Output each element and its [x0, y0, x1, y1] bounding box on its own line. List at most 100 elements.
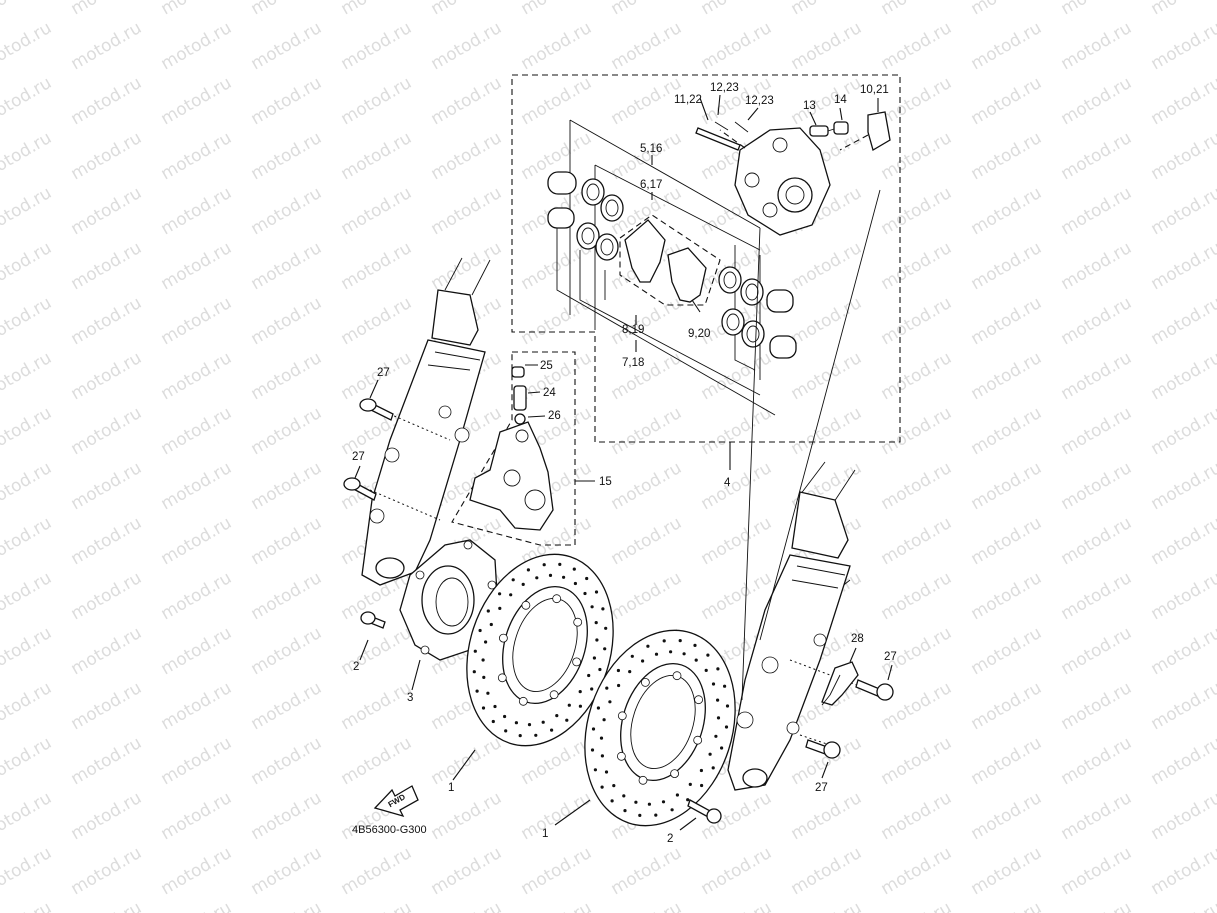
- disc-drill-hole: [481, 706, 486, 710]
- watermark-text: motod.ru: [158, 623, 236, 679]
- watermark-text: motod.ru: [158, 293, 236, 349]
- watermark-text: motod.ru: [1058, 568, 1136, 624]
- watermark-text: motod.ru: [968, 678, 1046, 734]
- disc-drill-hole: [590, 687, 594, 691]
- disc-drill-hole: [716, 667, 720, 671]
- watermark-text: motod.ru: [968, 18, 1046, 74]
- disc-drill-hole: [596, 706, 601, 710]
- watermark-text: motod.ru: [698, 403, 776, 459]
- disc-drill-hole: [711, 766, 715, 770]
- watermark-text: motod.ru: [968, 403, 1046, 459]
- watermark-text: motod.ru: [0, 623, 55, 679]
- watermark-text: motod.ru: [158, 458, 236, 514]
- watermark-text: motod.ru: [1058, 183, 1136, 239]
- disc-drill-hole: [558, 562, 562, 567]
- disc-drill-hole: [622, 794, 626, 798]
- watermark-text: motod.ru: [158, 0, 236, 19]
- disc-rivet: [521, 600, 531, 610]
- leader-lines-caliper: [635, 94, 879, 470]
- left-caliper-group: [451, 351, 595, 546]
- watermark-text: motod.ru: [1058, 73, 1136, 129]
- callout-6-17: 6,17: [640, 179, 662, 191]
- watermark-text: motod.ru: [1148, 18, 1217, 74]
- fwd-arrow: [373, 785, 419, 818]
- bleed-screw: [809, 121, 849, 137]
- disc-drill-hole: [550, 728, 554, 732]
- callout-12-23-b: 12,23: [745, 95, 774, 107]
- disc-rivet: [498, 633, 508, 643]
- watermark-text: motod.ru: [878, 458, 956, 514]
- disc-drill-hole: [694, 658, 698, 662]
- watermark-text: motod.ru: [788, 843, 866, 899]
- disc-drill-hole: [541, 720, 545, 724]
- watermark-text: motod.ru: [968, 733, 1046, 789]
- disc-drill-hole: [716, 698, 720, 702]
- watermark-text: motod.ru: [1148, 238, 1217, 294]
- watermark-text: motod.ru: [248, 678, 326, 734]
- disc-drill-hole: [686, 798, 690, 802]
- disc-drill-hole: [565, 718, 569, 722]
- watermark-text: motod.ru: [338, 18, 416, 74]
- watermark-text: motod.ru: [68, 788, 146, 844]
- watermark-text: motod.ru: [1148, 73, 1217, 129]
- disc-drill-hole: [590, 605, 594, 609]
- watermark-text: motod.ru: [338, 238, 416, 294]
- disc-drill-hole: [486, 691, 490, 695]
- disc-rivet: [497, 673, 507, 683]
- disc-drill-hole: [661, 800, 666, 804]
- watermark-text: motod.ru: [338, 128, 416, 184]
- disc-drill-hole: [555, 714, 559, 718]
- disc-drill-hole: [716, 716, 721, 720]
- watermark-text: motod.ru: [0, 348, 55, 404]
- watermark-text: motod.ru: [248, 73, 326, 129]
- watermark-text: motod.ru: [878, 0, 956, 19]
- disc-drill-hole: [595, 638, 599, 642]
- watermark-text: motod.ru: [158, 128, 236, 184]
- watermark-text: motod.ru: [68, 898, 146, 913]
- watermark-text: motod.ru: [248, 513, 326, 569]
- watermark-text: motod.ru: [248, 18, 326, 74]
- watermark-text: motod.ru: [1058, 843, 1136, 899]
- callout-27-a: 27: [377, 367, 390, 379]
- watermark-text: motod.ru: [68, 678, 146, 734]
- watermark-text: motod.ru: [248, 458, 326, 514]
- watermark-text: motod.ru: [428, 788, 506, 844]
- watermark-text: motod.ru: [1058, 513, 1136, 569]
- disc-rivet: [670, 769, 679, 778]
- disc-drill-hole: [600, 754, 605, 758]
- watermark-text: motod.ru: [1148, 183, 1217, 239]
- watermark-text: motod.ru: [608, 128, 686, 184]
- watermark-text: motod.ru: [1148, 568, 1217, 624]
- watermark-text: motod.ru: [1058, 458, 1136, 514]
- watermark-text: motod.ru: [248, 898, 326, 913]
- disc-drill-hole: [526, 568, 531, 572]
- watermark-text: motod.ru: [968, 568, 1046, 624]
- watermark-text: motod.ru: [0, 843, 55, 899]
- disc-drill-hole: [608, 700, 612, 704]
- callout-4: 4: [724, 477, 731, 489]
- watermark-text: motod.ru: [428, 183, 506, 239]
- disc-drill-hole: [578, 690, 582, 694]
- disc-drill-hole: [481, 658, 485, 662]
- watermark-text: motod.ru: [878, 843, 956, 899]
- disc-drill-hole: [594, 621, 598, 625]
- callout-2-b: 2: [667, 833, 673, 845]
- disc-drill-hole: [473, 649, 477, 653]
- watermark-text: motod.ru: [968, 293, 1046, 349]
- watermark-text: motod.ru: [608, 18, 686, 74]
- disc-drill-hole: [699, 768, 704, 773]
- watermark-text: motod.ru: [428, 73, 506, 129]
- watermark-text: motod.ru: [68, 0, 146, 19]
- brake-disc-right: [554, 629, 736, 831]
- callout-1-b: 1: [542, 828, 548, 840]
- disc-drill-hole: [675, 793, 680, 797]
- watermark-text: motod.ru: [158, 183, 236, 239]
- callout-25: 25: [540, 360, 553, 372]
- callout-28: 28: [851, 633, 864, 645]
- watermark-text: motod.ru: [158, 513, 236, 569]
- callout-12-23-a: 12,23: [710, 82, 739, 94]
- disc-drill-hole: [583, 591, 587, 596]
- disc-drill-hole: [599, 736, 604, 740]
- watermark-text: motod.ru: [248, 568, 326, 624]
- watermark-text: motod.ru: [158, 568, 236, 624]
